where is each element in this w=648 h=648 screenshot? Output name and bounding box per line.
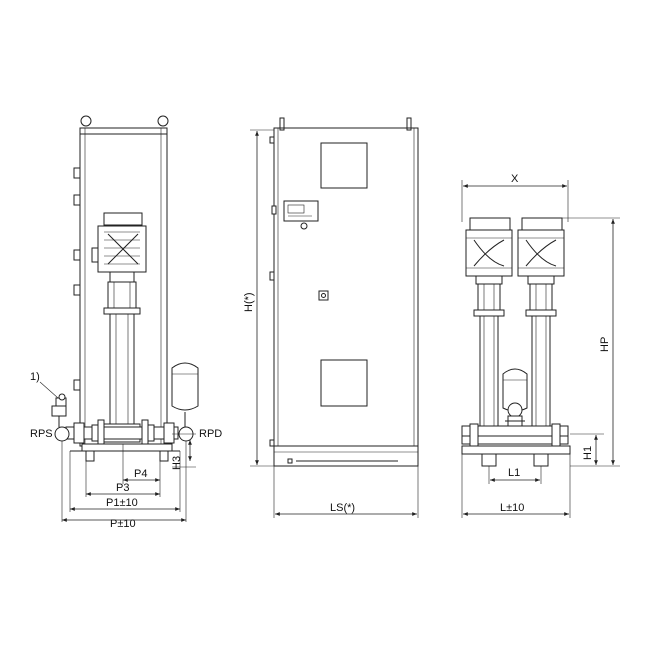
vent-grille-top [320,142,368,189]
label-ls: LS(*) [330,502,355,514]
label-rpd: RPD [199,428,222,440]
vent-grille-bottom [320,359,368,407]
motor-side [91,212,147,283]
cabinet-front [273,127,419,467]
control-panel [271,200,319,230]
side-view: 1) RPS RPD H3 P4 P3 P1±10 P±10 [30,115,222,530]
pump-column-side [109,313,135,425]
front-view: H(*) LS(*) [243,117,419,518]
base-frame-side [81,443,173,452]
door-lock [318,290,329,301]
end-view: X HP H1 L1 L±10 [461,173,620,518]
label-p3: P3 [116,482,129,494]
label-hp: HP [599,337,611,352]
expansion-vessel [171,362,199,427]
pump-column-1 [479,315,499,427]
label-note: 1) [30,371,40,383]
label-h3: H3 [171,456,183,470]
suction-valve [51,393,67,427]
pump-column-2 [531,315,551,427]
motor-1 [465,217,513,285]
label-p: P±10 [110,518,136,530]
label-l1: L1 [508,467,520,479]
label-p1: P1±10 [106,497,138,509]
label-p4: P4 [134,468,147,480]
lifting-eye-left [80,115,92,127]
base-frame-end [461,445,571,455]
label-l: L±10 [500,502,524,514]
label-h: H(*) [243,292,255,312]
lifting-eye-right [157,115,169,127]
label-h1: H1 [582,446,594,460]
label-rps: RPS [30,428,53,440]
motor-2 [517,217,565,285]
label-x: X [511,173,519,185]
